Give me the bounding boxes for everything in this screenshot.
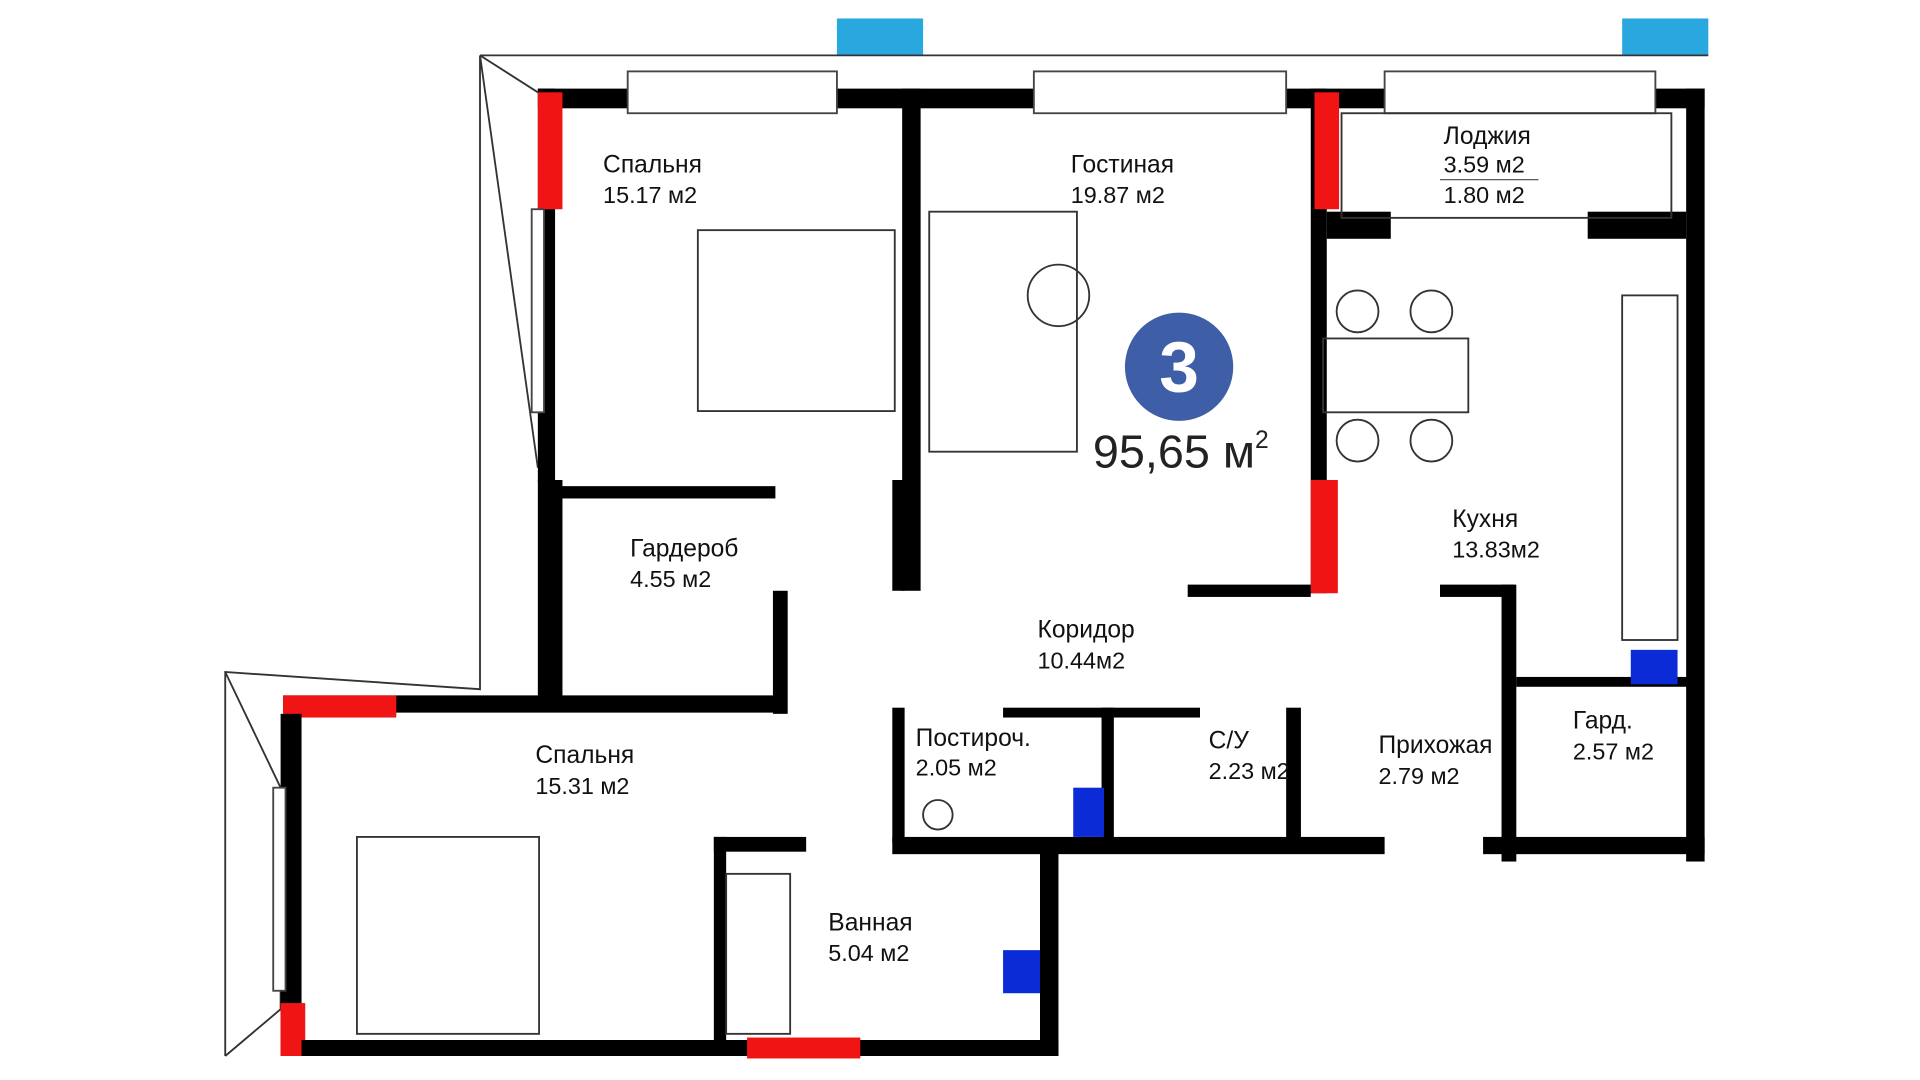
bed: [356, 836, 540, 1035]
kitchen-counter: [1621, 294, 1679, 641]
svg-text:Гардероб: Гардероб: [630, 535, 738, 562]
room-count: 3: [1159, 327, 1199, 407]
window: [272, 786, 287, 992]
room-gostinaya: Гостиная 19.87 м2: [1071, 151, 1174, 208]
window: [1032, 70, 1288, 115]
svg-text:Кухня: Кухня: [1452, 506, 1518, 533]
ac-unit-icon: [836, 18, 924, 56]
svg-text:Лоджия: Лоджия: [1444, 123, 1531, 150]
svg-text:Гард.: Гард.: [1573, 708, 1633, 735]
ac-unit-icon: [1622, 18, 1709, 56]
svg-text:2.79 м2: 2.79 м2: [1378, 763, 1459, 789]
dining-table: [1322, 337, 1470, 414]
svg-text:Прихожая: Прихожая: [1378, 732, 1492, 759]
room-garderob: Гардероб 4.55 м2: [630, 535, 738, 592]
svg-text:1.80 м2: 1.80 м2: [1444, 182, 1525, 208]
coffee-table: [1026, 263, 1091, 328]
svg-text:Ванная: Ванная: [828, 909, 912, 936]
room-koridor: Коридор 10.44м2: [1038, 617, 1135, 674]
total-area: 95,65 м2: [1093, 426, 1269, 478]
svg-text:Спальня: Спальня: [603, 151, 702, 178]
room-vannaya: Ванная 5.04 м2: [828, 909, 912, 966]
facade-outline: [224, 54, 1709, 1057]
room-spalnya-1: Спальня 15.17 м2: [603, 151, 702, 208]
svg-text:2.57 м2: 2.57 м2: [1573, 738, 1654, 764]
room-su: С/У 2.23 м2: [1209, 727, 1290, 784]
svg-text:Коридор: Коридор: [1038, 617, 1135, 644]
svg-text:15.17 м2: 15.17 м2: [603, 182, 697, 208]
svg-text:Спальня: Спальня: [535, 742, 634, 769]
window: [530, 208, 545, 414]
bathtub: [725, 872, 792, 1035]
svg-text:3.59 м2: 3.59 м2: [1444, 151, 1525, 177]
svg-text:19.87 м2: 19.87 м2: [1071, 182, 1165, 208]
svg-text:2.23 м2: 2.23 м2: [1209, 758, 1290, 784]
svg-text:С/У: С/У: [1209, 727, 1250, 754]
svg-text:2.05 м2: 2.05 м2: [916, 754, 997, 780]
room-count-badge: [1124, 312, 1234, 421]
svg-text:10.44м2: 10.44м2: [1038, 647, 1126, 673]
svg-text:5.04 м2: 5.04 м2: [828, 940, 909, 966]
room-prikhozhaya: Прихожая 2.79 м2: [1378, 732, 1492, 789]
room-gard: Гард. 2.57 м2: [1573, 708, 1654, 765]
window: [1383, 70, 1657, 115]
room-postiroch: Постироч.2.05 м2: [916, 725, 1031, 781]
svg-text:Постироч.: Постироч.: [916, 725, 1031, 752]
sofa: [928, 210, 1078, 453]
room-kukhnya: Кухня 13.83м2: [1452, 506, 1540, 563]
washing-machine: [922, 799, 954, 831]
room-spalnya-2: Спальня 15.31 м2: [535, 742, 634, 799]
svg-text:Гостиная: Гостиная: [1071, 151, 1174, 178]
svg-text:13.83м2: 13.83м2: [1452, 537, 1540, 563]
svg-text:15.31 м2: 15.31 м2: [535, 773, 629, 799]
bed: [696, 229, 896, 412]
window: [626, 70, 838, 115]
svg-text:4.55 м2: 4.55 м2: [630, 566, 711, 592]
